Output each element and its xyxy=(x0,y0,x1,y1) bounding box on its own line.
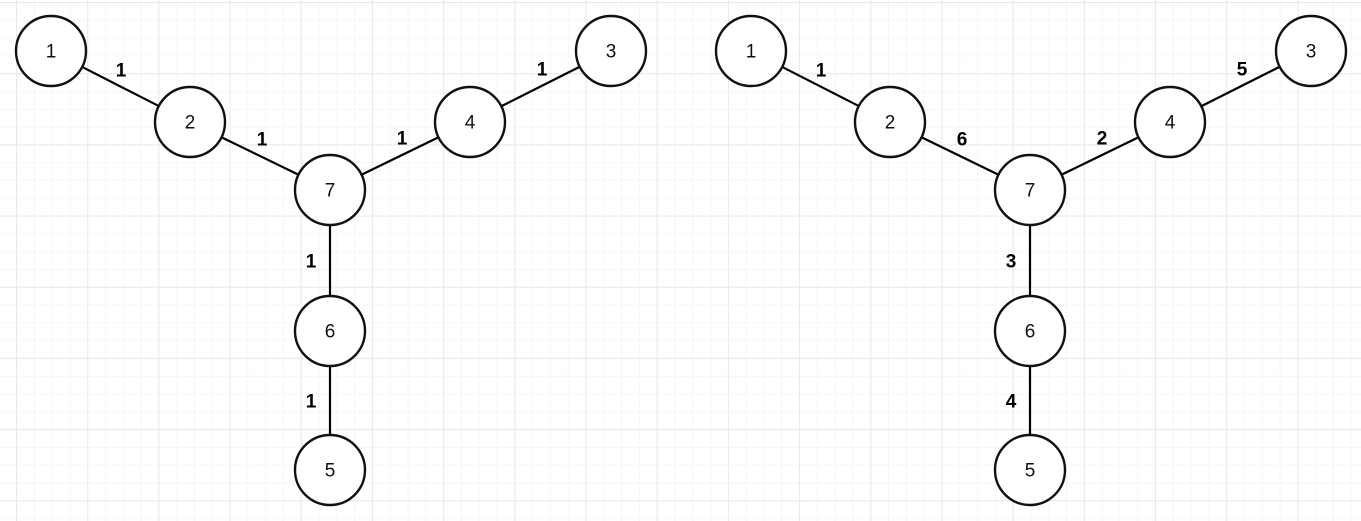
node-circle[interactable] xyxy=(293,294,367,368)
node-label: 2 xyxy=(185,113,196,134)
right-graph: 1 6 2 5 3 4 1 2 7 4 3 6 5 xyxy=(714,14,1348,507)
node-circle[interactable] xyxy=(293,433,367,507)
graph-edge xyxy=(500,65,581,108)
graph-node[interactable]: 3 xyxy=(574,14,648,88)
node-circle[interactable] xyxy=(153,85,227,159)
edge-weight-label: 1 xyxy=(816,61,827,82)
node-circle[interactable] xyxy=(14,14,88,88)
edge-weight-label: 1 xyxy=(257,130,268,151)
edge-weight-label: 1 xyxy=(306,392,317,413)
graph-node[interactable]: 6 xyxy=(993,294,1067,368)
node-label: 7 xyxy=(1025,181,1036,202)
node-label: 6 xyxy=(325,322,336,343)
graph-edge xyxy=(920,136,1000,176)
graph-node[interactable]: 5 xyxy=(993,433,1067,507)
node-label: 4 xyxy=(1165,113,1176,134)
left-graph: 1 1 1 1 1 1 1 2 7 4 3 6 5 xyxy=(14,14,648,507)
node-label: 1 xyxy=(46,42,57,63)
node-label: 2 xyxy=(885,113,896,134)
edge-weight-label: 1 xyxy=(116,61,127,82)
graph-node[interactable]: 6 xyxy=(293,294,367,368)
graph-node[interactable]: 2 xyxy=(153,85,227,159)
edge-weight-label: 1 xyxy=(306,252,317,273)
edge-weight-label: 2 xyxy=(1097,129,1108,150)
node-label: 5 xyxy=(325,461,336,482)
graph-node[interactable]: 7 xyxy=(993,153,1067,227)
nodes-group: 1 2 7 4 3 6 5 xyxy=(714,14,1348,507)
graph-edge xyxy=(81,65,160,108)
node-label: 6 xyxy=(1025,322,1036,343)
node-label: 1 xyxy=(746,42,757,63)
node-label: 3 xyxy=(606,42,617,63)
edge-weight-label: 5 xyxy=(1237,60,1248,81)
graph-node[interactable]: 1 xyxy=(714,14,788,88)
node-circle[interactable] xyxy=(993,433,1067,507)
edge-weights-group: 1 6 2 5 3 4 xyxy=(816,60,1248,413)
edge-weight-label: 6 xyxy=(957,130,968,151)
node-circle[interactable] xyxy=(993,294,1067,368)
graph-node[interactable]: 4 xyxy=(433,85,507,159)
node-label: 7 xyxy=(325,181,336,202)
nodes-group: 1 2 7 4 3 6 5 xyxy=(14,14,648,507)
node-label: 4 xyxy=(465,113,476,134)
edges-group xyxy=(81,65,581,437)
node-circle[interactable] xyxy=(433,85,507,159)
edges-group xyxy=(781,65,1281,437)
graph-edge xyxy=(360,136,440,176)
node-circle[interactable] xyxy=(993,153,1067,227)
graph-node[interactable]: 1 xyxy=(14,14,88,88)
graphs-layer: 1 1 1 1 1 1 1 2 7 4 3 6 5 1 6 2 5 3 4 1 2 7 4 3 6 5 xyxy=(14,14,1348,507)
graph-node[interactable]: 2 xyxy=(853,85,927,159)
graph-edge xyxy=(220,136,300,176)
edge-weight-label: 4 xyxy=(1006,392,1017,413)
node-circle[interactable] xyxy=(1274,14,1348,88)
node-label: 3 xyxy=(1306,42,1317,63)
node-label: 5 xyxy=(1025,461,1036,482)
edge-weights-group: 1 1 1 1 1 1 xyxy=(116,60,548,413)
node-circle[interactable] xyxy=(853,85,927,159)
graph-edge xyxy=(781,65,860,108)
graph-node[interactable]: 3 xyxy=(1274,14,1348,88)
edge-weight-label: 1 xyxy=(397,129,408,150)
node-circle[interactable] xyxy=(1133,85,1207,159)
graph-edge xyxy=(1060,136,1140,176)
edge-weight-label: 1 xyxy=(537,60,548,81)
node-circle[interactable] xyxy=(293,153,367,227)
node-circle[interactable] xyxy=(574,14,648,88)
graph-node[interactable]: 7 xyxy=(293,153,367,227)
graph-node[interactable]: 4 xyxy=(1133,85,1207,159)
node-circle[interactable] xyxy=(714,14,788,88)
edge-weight-label: 3 xyxy=(1006,252,1017,273)
graph-node[interactable]: 5 xyxy=(293,433,367,507)
graph-edge xyxy=(1200,65,1281,108)
